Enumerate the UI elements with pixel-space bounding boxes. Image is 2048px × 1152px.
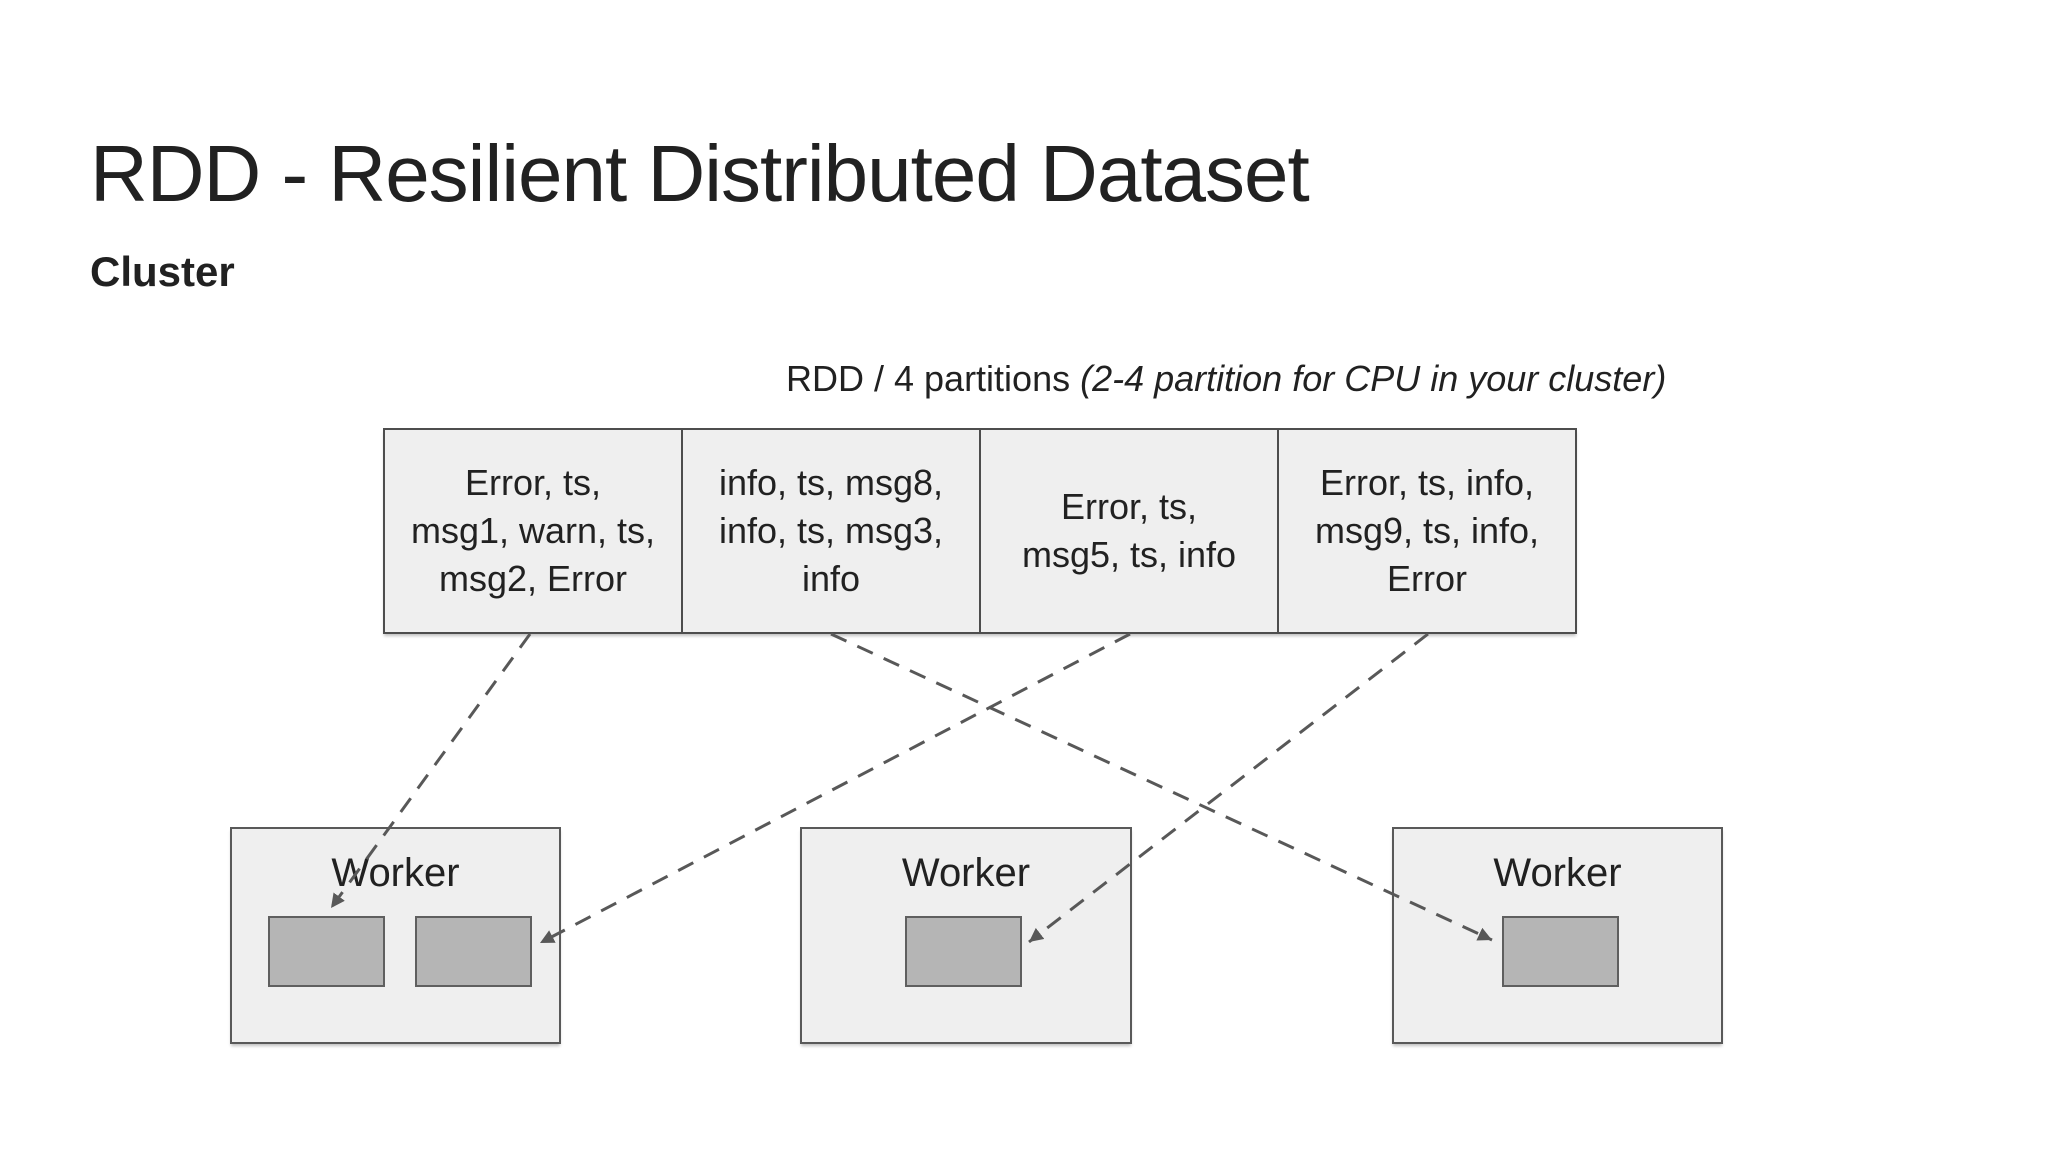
rdd-partitions-label: RDD / 4 partitions (2-4 partition for CP… <box>786 358 1666 400</box>
rdd-partitions-label-note: (2-4 partition for CPU in your cluster) <box>1080 358 1667 399</box>
partition-cell-4: Error, ts, info, msg9, ts, info, Error <box>1277 430 1575 632</box>
page-title: RDD - Resilient Distributed Dataset <box>90 129 1310 218</box>
worker-box-1: Worker <box>230 827 561 1044</box>
worker-2-label: Worker <box>901 851 1031 895</box>
worker-1-executor-slot-2 <box>415 916 532 987</box>
section-subtitle: Cluster <box>90 248 235 295</box>
worker-3-executor-slot-1 <box>1502 916 1619 987</box>
worker-box-2: Worker <box>800 827 1132 1044</box>
rdd-partition-row: Error, ts, msg1, warn, ts, msg2, Error i… <box>383 428 1577 634</box>
worker-3-label: Worker <box>1493 851 1622 895</box>
worker-box-3: Worker <box>1392 827 1723 1044</box>
partition-cell-1: Error, ts, msg1, warn, ts, msg2, Error <box>410 462 656 599</box>
partition-cell-3: Error, ts, msg5, ts, info <box>979 430 1277 632</box>
worker-1-label: Worker <box>331 851 460 895</box>
worker-2-executor-slot-1 <box>905 916 1022 987</box>
worker-1-executor-slot-1 <box>268 916 385 987</box>
rdd-partitions-label-text: RDD / 4 partitions <box>786 358 1081 399</box>
partition-cell-2: info, ts, msg8, info, ts, msg3, info <box>681 430 979 632</box>
